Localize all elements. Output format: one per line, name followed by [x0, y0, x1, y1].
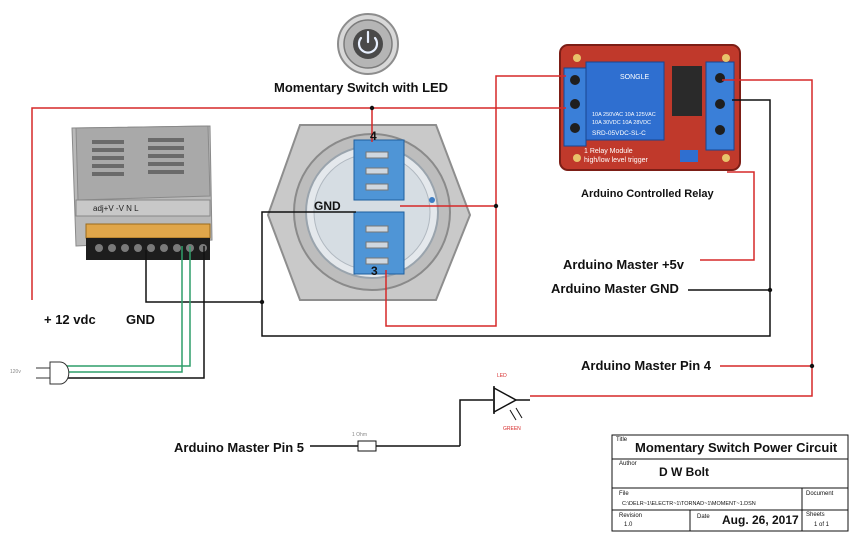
switch-pin-3-label: 3: [371, 264, 378, 278]
relay-label: Arduino Controlled Relay: [581, 188, 714, 200]
black-wires: [62, 99, 771, 447]
switch-pin-4-label: 4: [370, 129, 377, 143]
master-pin4-label: Arduino Master Pin 4: [581, 358, 712, 373]
switch-label: Momentary Switch with LED: [274, 80, 449, 95]
momentary-switch: [266, 124, 472, 301]
plug-text: 120v: [10, 369, 21, 375]
power-supply: [71, 125, 213, 260]
author-value: D W Bolt: [659, 465, 709, 479]
psu-terminal-labels: adj+V -V N L: [93, 204, 139, 213]
master-pin5-label: Arduino Master Pin 5: [174, 440, 305, 455]
relay-spec-2: 10A 30VDC 10A 28VDC: [592, 120, 652, 126]
led-top-text: LED: [497, 373, 507, 379]
switch-gnd-label: GND: [314, 199, 341, 213]
title-key: Title: [616, 437, 628, 443]
relay-board: [559, 44, 741, 171]
resistor-icon: [357, 440, 377, 452]
file-value: C:\DELR~1\ELECTR~1\TORNAD~1\MOMENT~1.DSN: [622, 501, 756, 507]
led-icon: [493, 386, 530, 421]
resistor-text: 1 Ohm: [352, 432, 368, 438]
ac-plug-icon: [36, 361, 70, 385]
relay-model: SRD-05VDC-SL-C: [592, 130, 646, 137]
title-value: Momentary Switch Power Circuit: [635, 440, 838, 455]
author-key: Author: [619, 461, 637, 467]
sheets-value: 1 of 1: [814, 522, 830, 528]
junction-dots: [259, 105, 815, 369]
psu-gnd-label: GND: [126, 312, 155, 327]
relay-spec-1: 10A 250VAC 10A 125VAC: [592, 112, 656, 118]
date-value: Aug. 26, 2017: [722, 513, 799, 527]
revision-key: Revision: [619, 513, 643, 519]
file-key: File: [619, 491, 629, 497]
revision-value: 1.0: [624, 522, 633, 528]
master-5v-label: Arduino Master +5v: [563, 257, 685, 272]
plus-12vdc-label: + 12 vdc: [44, 312, 96, 327]
title-block: [611, 434, 849, 532]
relay-brand: SONGLE: [620, 74, 650, 81]
sheets-key: Sheets: [806, 512, 825, 518]
green-wires: [62, 246, 191, 373]
relay-module-text: 1 Relay Module: [584, 148, 633, 155]
master-gnd-label: Arduino Master GND: [551, 281, 679, 296]
led-bottom-text: GREEN: [503, 426, 521, 432]
red-wires: [31, 75, 813, 397]
relay-trigger-text: high/low level trigger: [584, 157, 648, 164]
document-key: Document: [806, 491, 834, 497]
date-key: Date: [697, 514, 710, 520]
power-button-icon: [337, 13, 399, 75]
